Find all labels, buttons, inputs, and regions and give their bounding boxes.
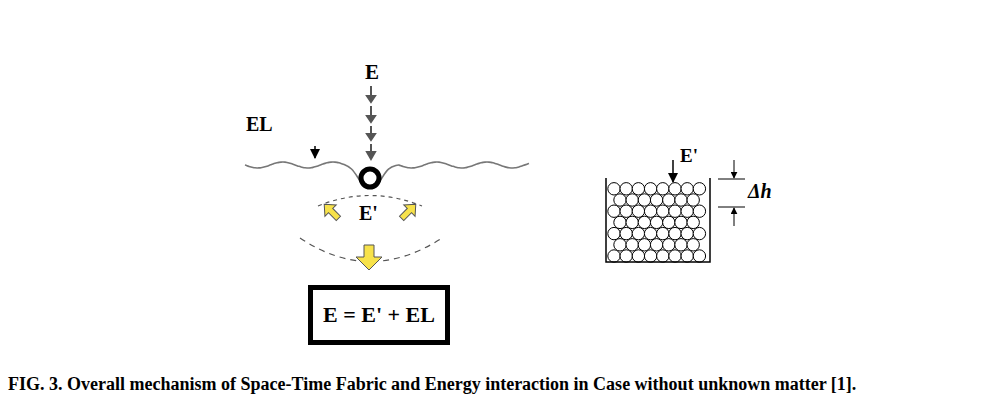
equation-box: E = E' + EL	[308, 285, 450, 345]
granular-container	[606, 178, 710, 262]
label: EL	[246, 114, 273, 134]
label: E	[365, 62, 379, 83]
load-arrow	[672, 160, 674, 182]
space-time-fabric	[245, 162, 529, 187]
figure-caption: FIG. 3. Overall mechanism of Space-Time …	[8, 374, 1000, 395]
yellow-arrows	[319, 199, 422, 270]
energy-arrow	[367, 86, 375, 159]
equation-text: E = E' + EL	[323, 302, 435, 328]
label: E'	[359, 203, 378, 223]
mass-ring	[361, 169, 379, 187]
dimension-lines	[718, 160, 745, 226]
label: Δh	[748, 181, 772, 201]
label: E'	[680, 146, 698, 165]
el-arrow	[314, 146, 316, 158]
